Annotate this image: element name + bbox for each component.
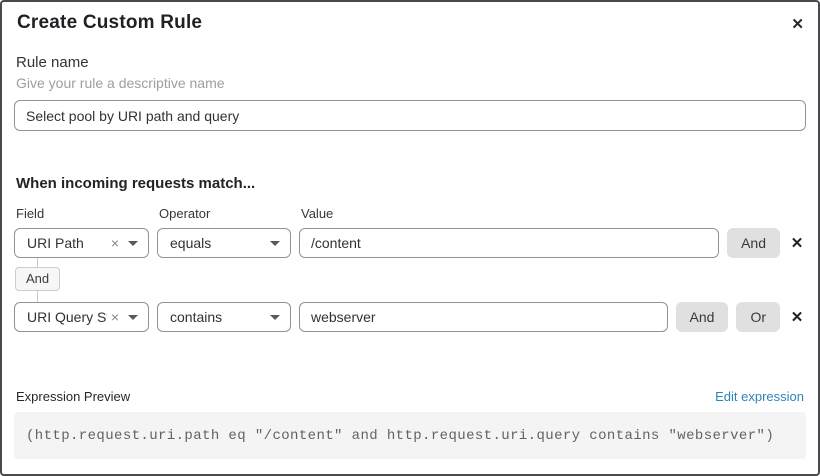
and-connector-badge: And <box>15 267 61 291</box>
field-select[interactable]: URI Path × <box>14 228 149 258</box>
operator-select[interactable]: equals <box>157 228 291 258</box>
rule-name-hint: Give your rule a descriptive name <box>16 75 225 91</box>
field-select-value: URI Path <box>27 235 84 251</box>
and-button[interactable]: And <box>675 302 729 332</box>
matcher-column-labels: Field Operator Value <box>14 206 806 221</box>
condition-row-2: URI Query St... × contains And Or ✕ <box>14 302 806 332</box>
clear-selection-icon[interactable]: × <box>110 235 119 251</box>
close-icon[interactable]: ✕ <box>791 16 804 33</box>
and-button[interactable]: And <box>727 228 780 258</box>
operator-column-label: Operator <box>159 206 211 221</box>
value-column-label: Value <box>301 206 334 221</box>
value-input[interactable] <box>299 228 720 258</box>
expression-preview-label: Expression Preview <box>16 389 131 404</box>
field-select-value: URI Query St... <box>27 309 107 325</box>
edit-expression-link[interactable]: Edit expression <box>715 389 804 404</box>
rule-name-label: Rule name <box>16 54 89 71</box>
clear-selection-icon[interactable]: × <box>110 309 119 325</box>
expression-preview-header: Expression Preview Edit expression <box>14 389 806 404</box>
dialog-title: Create Custom Rule <box>17 12 203 33</box>
chevron-down-icon <box>270 240 280 246</box>
chevron-down-icon <box>128 314 138 320</box>
operator-select[interactable]: contains <box>157 302 291 332</box>
dialog-header: Create Custom Rule ✕ <box>14 12 806 36</box>
connector-line <box>37 258 38 267</box>
chevron-down-icon <box>270 314 280 320</box>
expression-preview-code: (http.request.uri.path eq "/content" and… <box>14 412 806 459</box>
value-input[interactable] <box>299 302 668 332</box>
match-heading: When incoming requests match... <box>16 175 256 192</box>
remove-condition-icon[interactable]: ✕ <box>790 234 804 252</box>
chevron-down-icon <box>128 240 138 246</box>
operator-select-value: contains <box>170 309 223 325</box>
connector-line <box>37 291 38 302</box>
rule-name-input[interactable] <box>14 100 806 131</box>
operator-select-value: equals <box>170 235 212 251</box>
field-select[interactable]: URI Query St... × <box>14 302 149 332</box>
remove-condition-icon[interactable]: ✕ <box>790 308 804 326</box>
condition-connector: And <box>14 258 806 302</box>
or-button[interactable]: Or <box>736 302 780 332</box>
condition-row-1: URI Path × equals And ✕ <box>14 228 806 258</box>
field-column-label: Field <box>16 206 45 221</box>
